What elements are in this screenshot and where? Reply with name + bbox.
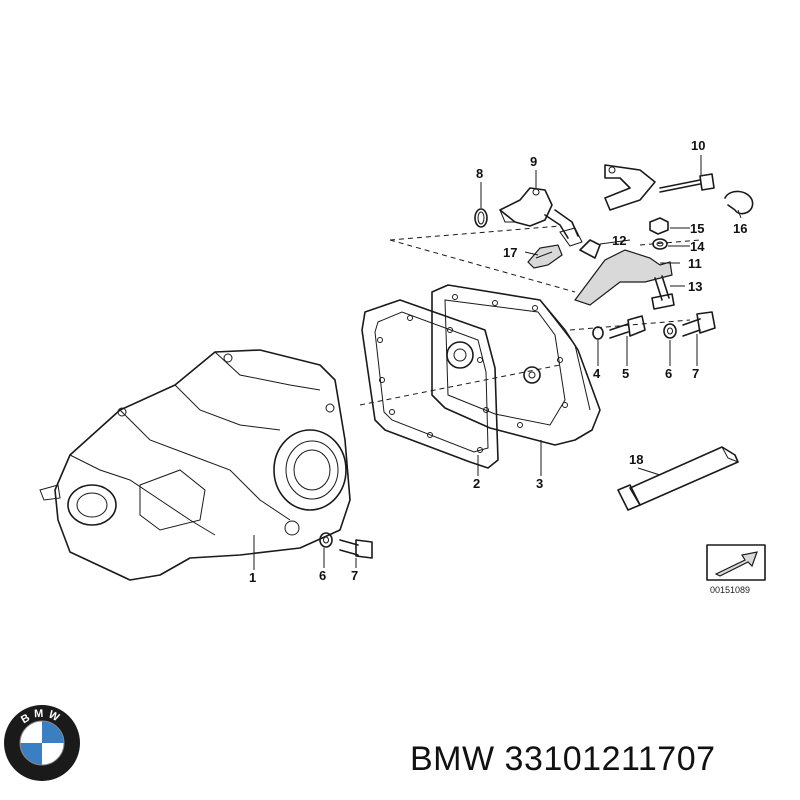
callout-17: 17 [503, 245, 517, 260]
o-ring [474, 208, 488, 228]
callout-14: 14 [690, 239, 705, 254]
reference-code: 00151089 [710, 585, 750, 595]
washer-and-nut [649, 217, 669, 250]
brand-name: BMW [410, 740, 495, 778]
rear-cover [431, 284, 601, 446]
speed-sensor [499, 187, 583, 247]
callout-7-lower: 7 [351, 568, 358, 583]
callout-9: 9 [530, 154, 537, 169]
leader-lines [253, 155, 742, 570]
callout-6-upper: 6 [665, 366, 672, 381]
callout-12: 12 [612, 233, 626, 248]
part-caption: BMW 33101211707 [410, 740, 716, 779]
logo-quadrant-blue-1 [42, 721, 64, 743]
plug-connector [527, 244, 563, 269]
upper-fasteners [592, 311, 716, 340]
callout-labels: 1 2 3 4 5 6 7 6 7 8 9 10 11 12 13 14 15 … [249, 138, 747, 585]
callout-16: 16 [733, 221, 747, 236]
gasket-bolt-holes [377, 315, 489, 453]
reference-icon: 00151089 [706, 544, 766, 595]
holder-bolt [651, 275, 675, 310]
sealant-tube [617, 446, 739, 511]
callout-5: 5 [622, 366, 629, 381]
lower-fasteners [319, 532, 373, 559]
differential-housing [39, 349, 351, 581]
bmw-logo: BMW [4, 705, 80, 781]
mounting-bolt [659, 173, 715, 193]
sensor-bracket [604, 164, 656, 211]
callout-18: 18 [629, 452, 643, 467]
callout-4: 4 [593, 366, 601, 381]
logo-quadrant-blue-2 [20, 743, 42, 765]
callout-3: 3 [536, 476, 543, 491]
callout-15: 15 [690, 221, 704, 236]
callout-11: 11 [688, 256, 702, 271]
cover-gasket [361, 299, 499, 469]
callout-8: 8 [476, 166, 483, 181]
callout-1: 1 [249, 570, 256, 585]
cable-clip [724, 190, 754, 215]
holder-plate [574, 239, 673, 306]
callout-10: 10 [691, 138, 705, 153]
callout-7-upper: 7 [692, 366, 699, 381]
callout-6-lower: 6 [319, 568, 326, 583]
alignment-lines [359, 225, 701, 406]
callout-13: 13 [688, 279, 702, 294]
part-number: 33101211707 [504, 740, 716, 778]
callout-2: 2 [473, 476, 480, 491]
